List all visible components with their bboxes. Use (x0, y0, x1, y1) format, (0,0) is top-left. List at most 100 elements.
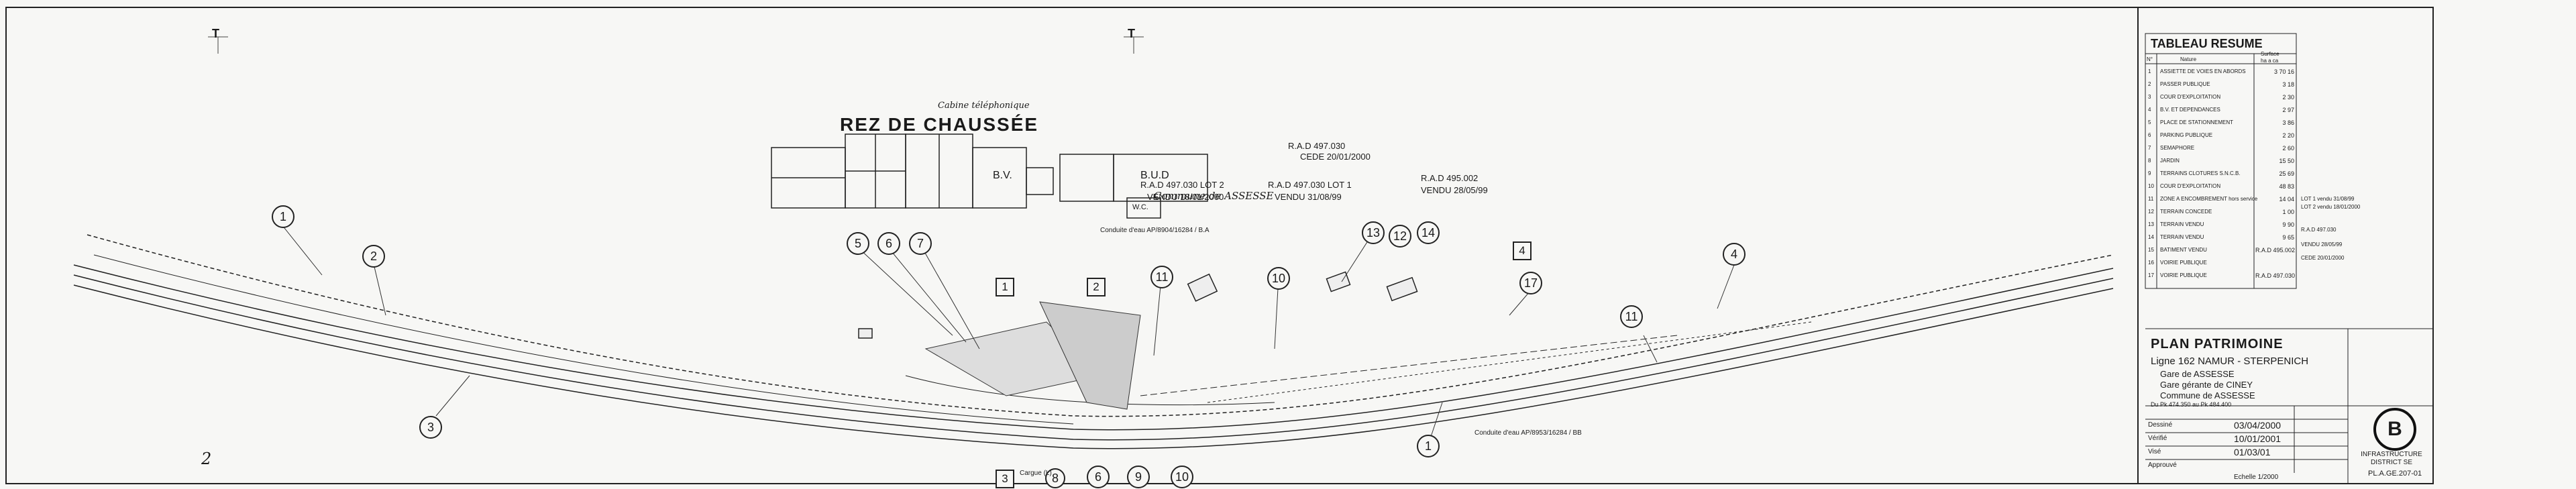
floor-label: REZ DE CHAUSSÉE (840, 114, 1039, 135)
side-note: LOT 1 vendu 31/08/99 (2301, 196, 2355, 202)
annotation: R.A.D 495.002 (1421, 173, 1479, 183)
summary-row-surface: 14 04 (2279, 196, 2294, 203)
summary-row-no: 14 (2148, 234, 2154, 240)
building-label: B.V. (993, 170, 1012, 181)
building-label: B.U.D (1140, 170, 1169, 181)
summary-row-surface: 3 70 16 (2273, 68, 2294, 75)
plan-commune: Commune de ASSESSE (2160, 390, 2255, 400)
summary-row-surface: 25 69 (2279, 170, 2294, 177)
marker-circle: 10 (1171, 466, 1193, 488)
marker-square: 1 (996, 278, 1014, 296)
summary-row-nature: PLACE DE STATIONNEMENT (2160, 119, 2234, 125)
summary-row-no: 3 (2148, 94, 2151, 100)
summary-row-nature: PASSER PUBLIQUE (2160, 81, 2210, 87)
summary-row-no: 10 (2148, 183, 2154, 189)
annotation: Cabine téléphonique (938, 101, 1030, 111)
summary-row-surface: 9 65 (2282, 234, 2294, 241)
summary-row-no: 17 (2148, 272, 2154, 278)
summary-row-no: 12 (2148, 209, 2154, 215)
summary-row-surface: R.A.D 495.002 (2255, 247, 2296, 254)
summary-row-nature: VOIRIE PUBLIQUE (2160, 272, 2207, 278)
annotation: VENDU 28/05/99 (1421, 185, 1488, 195)
plan-gerante: Gare gérante de CINEY (2160, 380, 2253, 390)
drawing-frame (5, 7, 2434, 484)
marker-circle: 11 (1150, 266, 1173, 288)
plan-gare: Gare de ASSESSE (2160, 369, 2235, 379)
plan-line: Ligne 162 NAMUR - STERPENICH (2151, 356, 2309, 367)
marker-circle: 2 (362, 245, 385, 268)
summary-row-no: 7 (2148, 145, 2151, 151)
summary-row-no: 9 (2148, 170, 2151, 176)
summary-row-no: 2 (2148, 81, 2151, 87)
marker-circle: 10 (1267, 267, 1290, 290)
scale-label: Echelle 1/2000 (2234, 474, 2279, 481)
summary-row-nature: TERRAIN VENDU (2160, 234, 2204, 240)
title-block-panel (2137, 7, 2434, 484)
annotation: R.A.D 497.030 LOT 1 (1268, 180, 1352, 190)
date-value: 03/04/2000 (2234, 420, 2282, 431)
summary-row-surface: 3 18 (2282, 81, 2294, 88)
section-mark: T (1128, 27, 1135, 40)
marker-circle: 3 (419, 416, 442, 439)
date-value: 01/03/01 (2234, 447, 2271, 457)
plan-title: PLAN PATRIMOINE (2151, 337, 2284, 351)
summary-row-nature: PARKING PUBLIQUE (2160, 132, 2213, 138)
bottom-label: Cargue (L) (1020, 470, 1052, 477)
summary-row-no: 5 (2148, 119, 2151, 125)
marker-circle: 9 (1127, 466, 1150, 488)
summary-row-surface: R.A.D 497.030 (2255, 272, 2296, 279)
summary-col-surface: Surface (2261, 51, 2279, 57)
summary-col-no: N° (2147, 56, 2153, 62)
annotation: VENDU 31/08/99 (1275, 192, 1342, 202)
summary-row-surface: 1 00 (2282, 209, 2294, 215)
summary-row-surface: 48 83 (2279, 183, 2294, 190)
role-label: Visé (2148, 448, 2161, 455)
section-mark: T (212, 27, 219, 40)
marker-circle: 5 (847, 232, 869, 255)
marker-square: 2 (1087, 278, 1106, 296)
role-label: Vérifié (2148, 435, 2167, 442)
marker-circle: 6 (1087, 466, 1110, 488)
summary-row-surface: 2 97 (2282, 107, 2294, 113)
summary-row-no: 1 (2148, 68, 2151, 74)
marker-circle: 13 (1362, 221, 1385, 244)
summary-row-nature: B.V. ET DEPENDANCES (2160, 107, 2220, 113)
marker-circle: 17 (1519, 272, 1542, 294)
summary-row-no: 16 (2148, 260, 2154, 266)
summary-row-no: 13 (2148, 221, 2154, 227)
summary-row-surface: 2 20 (2282, 132, 2294, 139)
summary-row-surface: 2 60 (2282, 145, 2294, 152)
summary-row-surface: 15 50 (2279, 158, 2294, 164)
summary-row-no: 15 (2148, 247, 2154, 253)
summary-title: TABLEAU RESUME (2151, 37, 2263, 50)
annotation: R.A.D 497.030 (1288, 141, 1346, 151)
marker-circle: 1 (272, 205, 294, 228)
side-note: R.A.D 497.030 (2301, 227, 2337, 233)
marker-circle: 6 (877, 232, 900, 255)
annotation: Commune de ASSESSE (1154, 190, 1274, 202)
marker-circle: 12 (1389, 225, 1411, 248)
role-label: Dessiné (2148, 421, 2173, 429)
annotation: Conduite d'eau AP/8953/16284 / BB (1474, 429, 1582, 437)
summary-row-no: 11 (2148, 196, 2154, 202)
summary-col-units: ha a ca (2261, 58, 2279, 64)
summary-row-nature: VOIRIE PUBLIQUE (2160, 260, 2207, 266)
plan-pk: Du Pk 474.350 au Pk 484.400 (2151, 401, 2232, 408)
marker-circle: 4 (1723, 243, 1746, 266)
summary-row-nature: TERRAIN VENDU (2160, 221, 2204, 227)
summary-row-no: 8 (2148, 158, 2151, 164)
summary-row-nature: JARDIN (2160, 158, 2180, 164)
summary-row-nature: SEMAPHORE (2160, 145, 2195, 151)
summary-row-nature: COUR D'EXPLOITATION (2160, 183, 2221, 189)
side-note: CEDE 20/01/2000 (2301, 255, 2345, 261)
summary-row-nature: ZONE A ENCOMBREMENT hors service (2160, 196, 2258, 202)
summary-row-surface: 2 30 (2282, 94, 2294, 101)
summary-row-nature: TERRAIN CONCEDE (2160, 209, 2212, 215)
role-label: Approuvé (2148, 461, 2177, 469)
marker-circle: 8 (1045, 468, 1065, 488)
date-value: 10/01/2001 (2234, 433, 2282, 444)
annotation: VENDU 18/01/2000 (1147, 192, 1224, 202)
